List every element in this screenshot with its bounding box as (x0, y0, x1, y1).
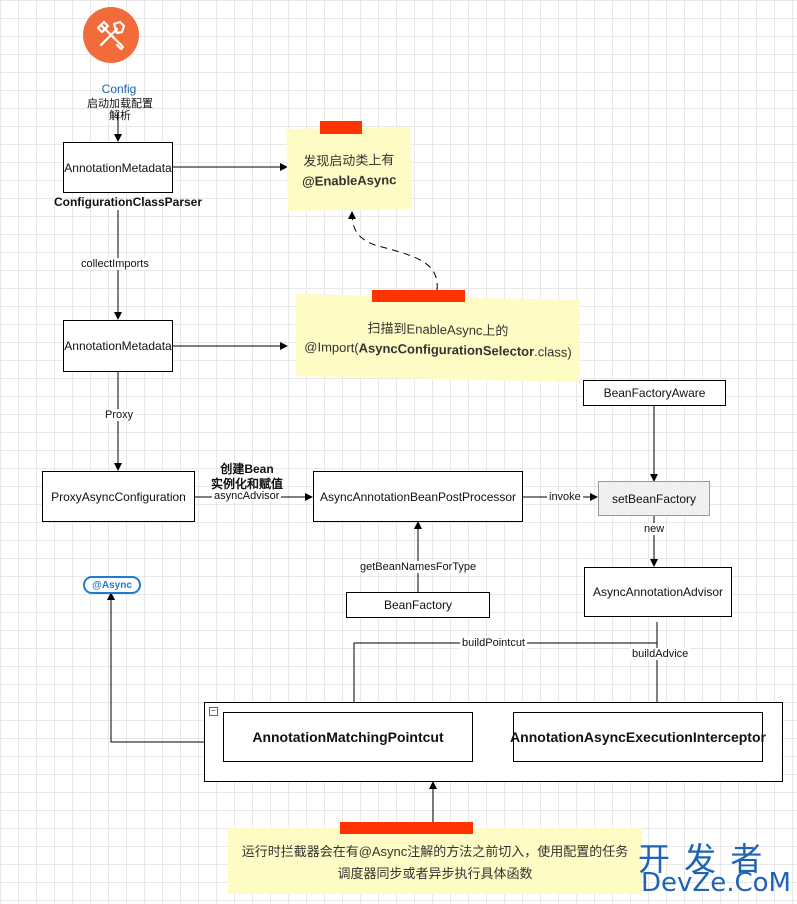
edge-label-invoke: invoke (547, 491, 583, 503)
note-runtime-interceptor: 运行时拦截器会在有@Async注解的方法之前切入，使用配置的任务 调度器同步或者… (228, 828, 642, 894)
note1-tape (320, 121, 362, 134)
note-enable-async: 发现启动类上有 @EnableAsync (286, 126, 412, 212)
note2-line2: @Import(AsyncConfigurationSelector.class… (304, 339, 571, 360)
edge-label-create-bean-line2: 实例化和赋值 (210, 477, 283, 491)
note2-import-bold: AsyncConfigurationSelector (358, 340, 535, 360)
config-icon-circle (83, 7, 139, 63)
config-title: Config (101, 82, 137, 96)
note2-import-suffix: .class) (534, 344, 572, 360)
async-annotation-pill[interactable]: @Async (83, 576, 141, 594)
edge-label-build-pointcut: buildPointcut (460, 637, 527, 649)
edge-label-new: new (642, 523, 667, 535)
annotation-async-execution-interceptor-node[interactable]: AnnotationAsyncExecutionInterceptor (510, 712, 766, 762)
bean-factory-aware-node[interactable]: BeanFactoryAware (583, 380, 726, 406)
config-subtitle-line2: 解析 (109, 110, 131, 122)
note3-tape (340, 822, 473, 834)
edge-build-pointcut (350, 622, 658, 712)
edge-label-collect-imports: collectImports (79, 258, 151, 270)
edge-label-proxy: Proxy (103, 409, 136, 421)
async-annotation-bean-post-processor-node[interactable]: AsyncAnnotationBeanPostProcessor (313, 471, 523, 522)
note2-line1: 扫描到EnableAsync上的 (367, 320, 509, 339)
note2-import-prefix: @Import( (304, 339, 359, 356)
edge-label-create-bean-line1: 创建Bean (220, 462, 274, 476)
note-import-selector: 扫描到EnableAsync上的 @Import(AsyncConfigurat… (296, 294, 580, 382)
async-annotation-advisor-node[interactable]: AsyncAnnotationAdvisor (584, 567, 732, 617)
edge-label-async-advisor: asyncAdvisor (212, 490, 282, 502)
note3-line2: 调度器同步或者异步执行具体函数 (337, 865, 533, 881)
annotation-metadata-node-2[interactable]: AnnotationMetadata (63, 320, 173, 372)
edge-note2-to-note1-dashed (348, 211, 438, 291)
annotation-matching-pointcut-node[interactable]: AnnotationMatchingPointcut (223, 712, 473, 762)
configuration-class-parser-label: ConfigurationClassParser (53, 195, 203, 209)
config-subtitle-line1: 启动加载配置 (87, 98, 153, 110)
watermark-cn: 开 发 者 (638, 840, 765, 878)
proxy-async-configuration-node[interactable]: ProxyAsyncConfiguration (42, 471, 195, 522)
note3-line1: 运行时拦截器会在有@Async注解的方法之前切入，使用配置的任务 (241, 843, 629, 859)
note2-tape (372, 290, 465, 302)
annotation-metadata-node-1[interactable]: AnnotationMetadata (63, 142, 173, 193)
tools-icon (96, 20, 126, 51)
edge-label-get-bean-names-for-type: getBeanNamesForType (358, 561, 479, 573)
set-bean-factory-node[interactable]: setBeanFactory (598, 481, 710, 516)
note1-line2: @EnableAsync (301, 172, 397, 189)
collapse-toggle-icon[interactable]: − (209, 707, 218, 716)
bean-factory-node[interactable]: BeanFactory (346, 592, 490, 618)
watermark-en: DevZe.CoM (641, 868, 791, 898)
edge-label-build-advice: buildAdvice (630, 648, 691, 660)
edge-pointcut-to-async (107, 592, 204, 743)
note1-line1: 发现启动类上有 (303, 152, 395, 169)
